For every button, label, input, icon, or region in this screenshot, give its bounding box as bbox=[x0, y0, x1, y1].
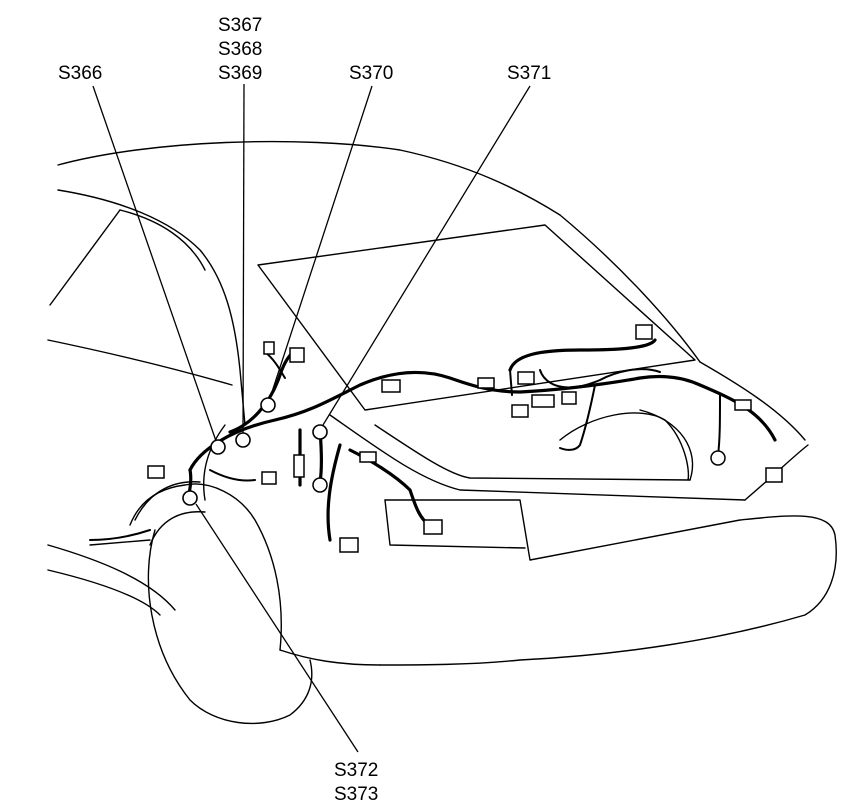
splice-s371 bbox=[312, 424, 328, 440]
vehicle-body bbox=[47, 140, 837, 725]
leader-s371 bbox=[322, 85, 531, 426]
connector-body-left bbox=[147, 465, 165, 479]
splice-s372-s373 bbox=[182, 490, 198, 506]
connector-pillar-small bbox=[263, 341, 275, 355]
wiring-harness bbox=[89, 338, 777, 542]
leader-s370 bbox=[269, 85, 373, 399]
connector-inline-a bbox=[359, 451, 377, 463]
ground-terminal-left bbox=[312, 477, 328, 493]
label-s366: S366 bbox=[58, 63, 102, 84]
label-s369: S369 bbox=[218, 63, 262, 84]
connector-lower-left bbox=[261, 471, 277, 485]
connector-pillar bbox=[289, 347, 305, 363]
label-s371: S371 bbox=[507, 63, 551, 84]
splice-s366 bbox=[210, 439, 226, 455]
connector-shelf-mid bbox=[477, 377, 495, 389]
label-s373: S373 bbox=[334, 784, 378, 805]
splice-s367-s369 bbox=[235, 432, 251, 448]
connector-shelf-lower bbox=[511, 404, 529, 418]
label-s370: S370 bbox=[349, 63, 393, 84]
connector-shelf-left bbox=[381, 379, 401, 393]
label-s367: S367 bbox=[218, 15, 262, 36]
ground-terminal-right bbox=[710, 450, 726, 466]
label-s372: S372 bbox=[334, 760, 378, 781]
splice-markers bbox=[182, 397, 328, 506]
connector-inline-b bbox=[734, 399, 752, 411]
connector-bottom-left bbox=[339, 537, 359, 553]
connector-shelf-loop bbox=[517, 371, 535, 385]
connector-vertical-left bbox=[293, 454, 305, 478]
splice-labels: S366 S367 S368 S369 S370 S371 S372 S373 bbox=[58, 15, 551, 805]
splice-s370 bbox=[260, 397, 276, 413]
connector-top-right bbox=[635, 324, 653, 340]
leader-s372 bbox=[195, 503, 359, 753]
connector-shelf-block bbox=[531, 394, 555, 408]
leader-s367 bbox=[242, 83, 245, 434]
leader-s366 bbox=[92, 85, 217, 442]
connector-right-tail bbox=[765, 467, 783, 483]
leader-lines bbox=[92, 83, 531, 753]
connectors bbox=[147, 324, 783, 553]
label-s368: S368 bbox=[218, 39, 262, 60]
connector-tail-lamp bbox=[423, 519, 443, 535]
connector-shelf-right bbox=[561, 391, 577, 405]
